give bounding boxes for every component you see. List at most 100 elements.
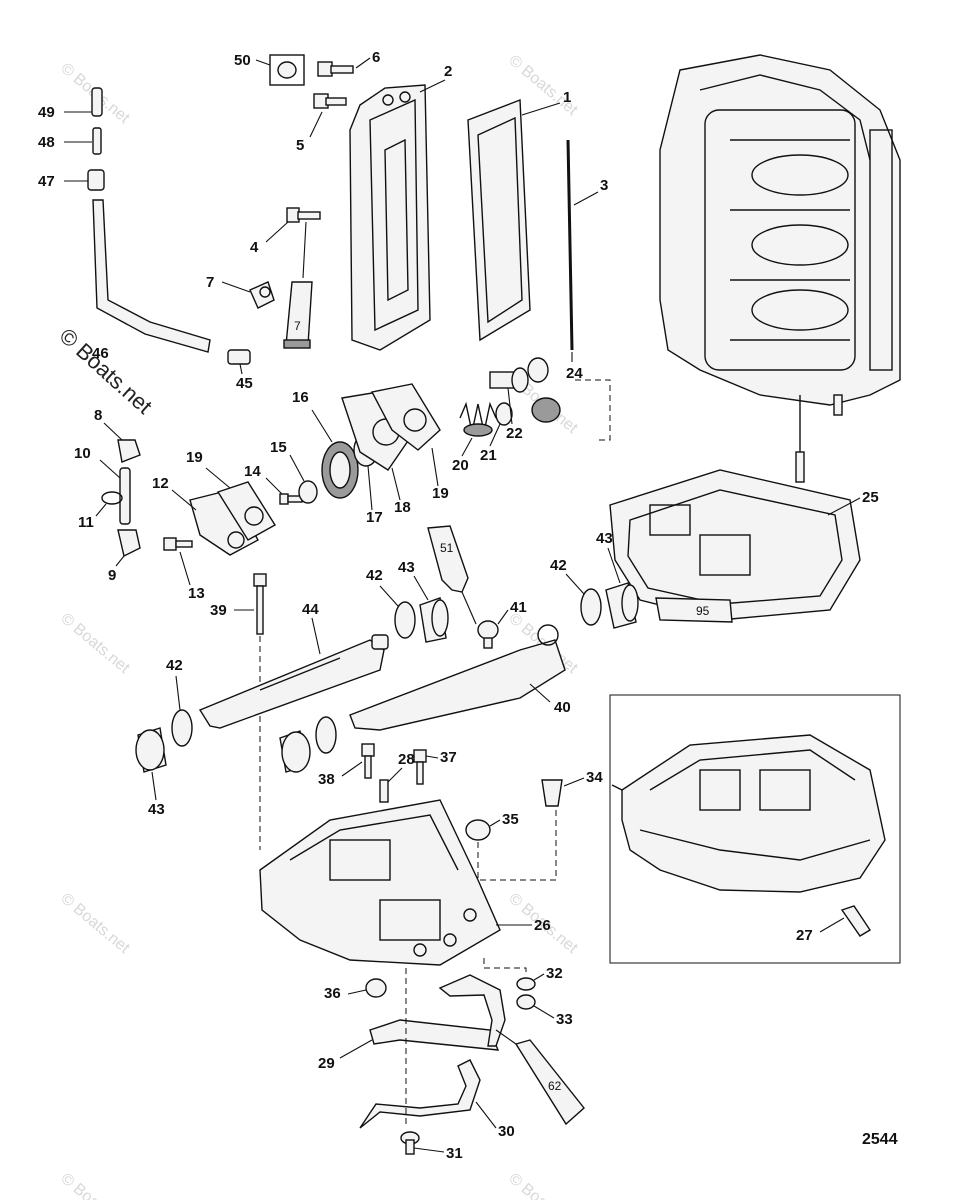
callout-label-36: 36 [324,985,341,1002]
part-15-washer [298,480,318,504]
part-23-valve [527,357,561,423]
part-20-spring [459,401,497,437]
callout-label-19a: 19 [186,449,203,466]
callout-label-40: 40 [554,699,571,716]
callout-label-43a: 43 [398,559,415,576]
copyright-text: © Boats.net [55,323,157,419]
part-16-impeller [321,441,359,499]
callout-label-10: 10 [74,445,91,462]
part-42-washer-right [580,588,602,626]
part-6-bolt [317,61,354,77]
part-42-washer-left [171,709,193,747]
tube-label-95: 95 [696,604,710,618]
part-1-gasket [467,98,531,342]
part-47-connector [87,169,105,191]
callout-label-31: 31 [446,1145,463,1162]
part-29-seal [369,974,506,1051]
part-39-bolt [253,573,267,635]
callout-label-49: 49 [38,104,55,121]
callout-label-21: 21 [480,447,497,464]
callout-label-47: 47 [38,173,55,190]
callout-label-20: 20 [452,457,469,474]
callout-label-37: 37 [440,749,457,766]
part-26-adapter-plate [259,799,501,966]
part-27-fitting [840,905,871,937]
callout-label-32: 32 [546,965,563,982]
callout-label-35: 35 [502,811,519,828]
part-21-washer [495,402,513,426]
callout-label-39: 39 [210,602,227,619]
callout-label-27: 27 [796,927,813,944]
callout-label-29: 29 [318,1055,335,1072]
callout-label-38: 38 [318,771,335,788]
callout-label-9: 9 [108,567,116,584]
part-95-sealant-tube: 95 [655,597,733,623]
part-43-mount-lower [279,730,311,773]
callout-label-8: 8 [94,407,102,424]
callout-label-42b: 42 [550,557,567,574]
part-41-bolt [477,620,499,649]
part-28-pin [379,779,389,803]
part-5-bolt [313,93,347,109]
watermark-6: © Boats.net [57,890,133,957]
part-49-fitting [91,87,103,117]
part-32-washer [516,977,536,991]
callout-label-26: 26 [534,917,551,934]
callout-label-33: 33 [556,1011,573,1028]
part-40-mount-bracket [349,624,566,731]
part-38-bolt [361,743,375,779]
callout-label-7: 7 [206,274,214,291]
part-14-screw [279,493,303,505]
part-46-hose [92,199,211,353]
callout-label-17: 17 [366,509,383,526]
part-51-sealant-tube: 51 [427,525,469,593]
tube-label-7: 7 [294,319,301,333]
callout-label-1: 1 [563,89,571,106]
part-33-nut [516,994,536,1010]
watermark-8: © Boats.net [57,1170,133,1200]
callout-label-19b: 19 [432,485,449,502]
part-42-washer-lower [315,716,337,754]
callout-label-44: 44 [302,601,319,618]
part-62-sealant-tube: 62 [514,1039,585,1126]
part-37-bolt [413,749,427,785]
engine-block [659,54,901,483]
callout-label-14: 14 [244,463,261,480]
callout-label-11: 11 [78,514,94,531]
callout-label-48: 48 [38,134,55,151]
part-3-rod [566,139,574,351]
part-25-gasket [609,469,861,621]
part-19-gasket-left [216,481,276,541]
part-36-plug [365,978,387,998]
part-44-mount-bracket [198,634,389,729]
callout-label-50: 50 [234,52,251,69]
part-7-sealant-tube: 7 [283,281,313,349]
callout-label-15: 15 [270,439,287,456]
callout-label-22: 22 [506,425,523,442]
tube-label-51: 51 [440,541,454,555]
callout-label-28: 28 [398,751,415,768]
callout-label-25: 25 [862,489,879,506]
callout-label-42c: 42 [166,657,183,674]
part-43-mount-left [135,727,167,773]
callout-label-2: 2 [444,63,452,80]
part-11-clamp [101,491,123,505]
callout-label-46: 46 [92,345,109,362]
part-22-thermostat [489,367,529,393]
part-10-hose [119,467,131,525]
part-35-plug [465,819,491,841]
part-2-exhaust-cover [349,84,431,351]
callout-label-6: 6 [372,49,380,66]
callout-label-45: 45 [236,375,253,392]
part-30-bracket [359,1059,481,1129]
part-19-gasket-right [370,383,441,451]
part-42-washer-center [394,601,416,639]
callout-label-18: 18 [394,499,411,516]
callout-label-42a: 42 [366,567,383,584]
part-43-mount-right [605,582,639,629]
watermark-9: © Boats.net [505,1170,581,1200]
part-4-bolt [286,207,321,223]
part-45-fitting [227,349,251,365]
callout-label-3: 3 [600,177,608,194]
